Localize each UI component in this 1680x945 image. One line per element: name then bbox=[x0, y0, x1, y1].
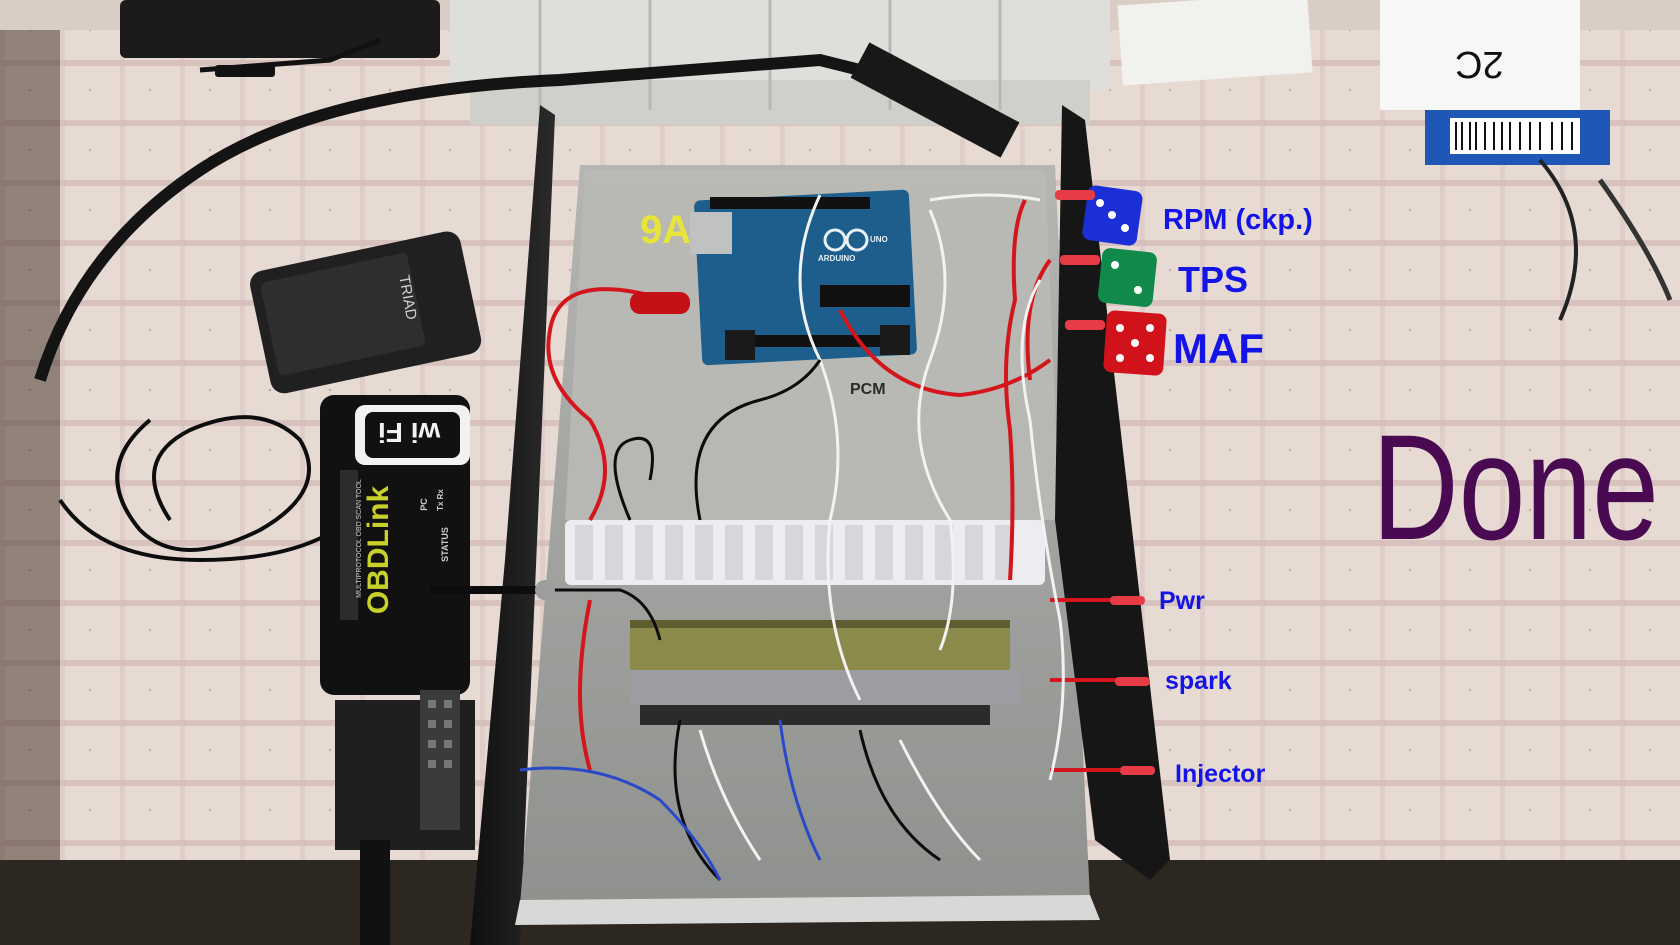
pwr-label: Pwr bbox=[1159, 587, 1205, 615]
enclosure-side-right bbox=[1055, 105, 1170, 880]
card-2c-label: 2C bbox=[1455, 43, 1504, 85]
spark-label: spark bbox=[1165, 667, 1232, 695]
dice-icon bbox=[1082, 185, 1167, 376]
done-label: Done bbox=[1372, 403, 1659, 571]
paper-sheet bbox=[1117, 0, 1313, 86]
power-adapter-icon bbox=[250, 231, 482, 394]
white-wires bbox=[698, 193, 1065, 862]
wifi-logo: wi Fi bbox=[378, 417, 441, 448]
uno-label: UNO bbox=[870, 235, 888, 244]
power-supply-top bbox=[120, 0, 440, 58]
obd-scanner-icon bbox=[320, 395, 470, 695]
rpm-label: RPM (ckp.) bbox=[1163, 204, 1313, 236]
obd-cable bbox=[34, 53, 902, 382]
injector-label: Injector bbox=[1175, 760, 1266, 788]
maf-label: MAF bbox=[1173, 325, 1264, 372]
label-card bbox=[1380, 0, 1580, 110]
arduino-label: ARDUINO bbox=[818, 254, 856, 263]
scribble-label: 9A bbox=[640, 208, 692, 252]
red-wires bbox=[546, 199, 1120, 772]
pcm-label: PCM bbox=[850, 381, 886, 398]
pc-label: PC bbox=[418, 498, 429, 511]
status-label: STATUS bbox=[439, 527, 450, 562]
txrx-label: Tx Rx bbox=[435, 489, 445, 511]
enclosure-side-left bbox=[470, 105, 555, 945]
black-wires bbox=[510, 359, 941, 882]
obd-subtitle: MULTIPROTOCOL OBD SCAN TOOL bbox=[355, 479, 363, 598]
tps-label: TPS bbox=[1178, 259, 1249, 300]
terminal-strip-icon bbox=[565, 520, 1045, 585]
obdlink-logo: OBDLink bbox=[362, 485, 396, 615]
ecu-connector bbox=[630, 625, 1010, 673]
